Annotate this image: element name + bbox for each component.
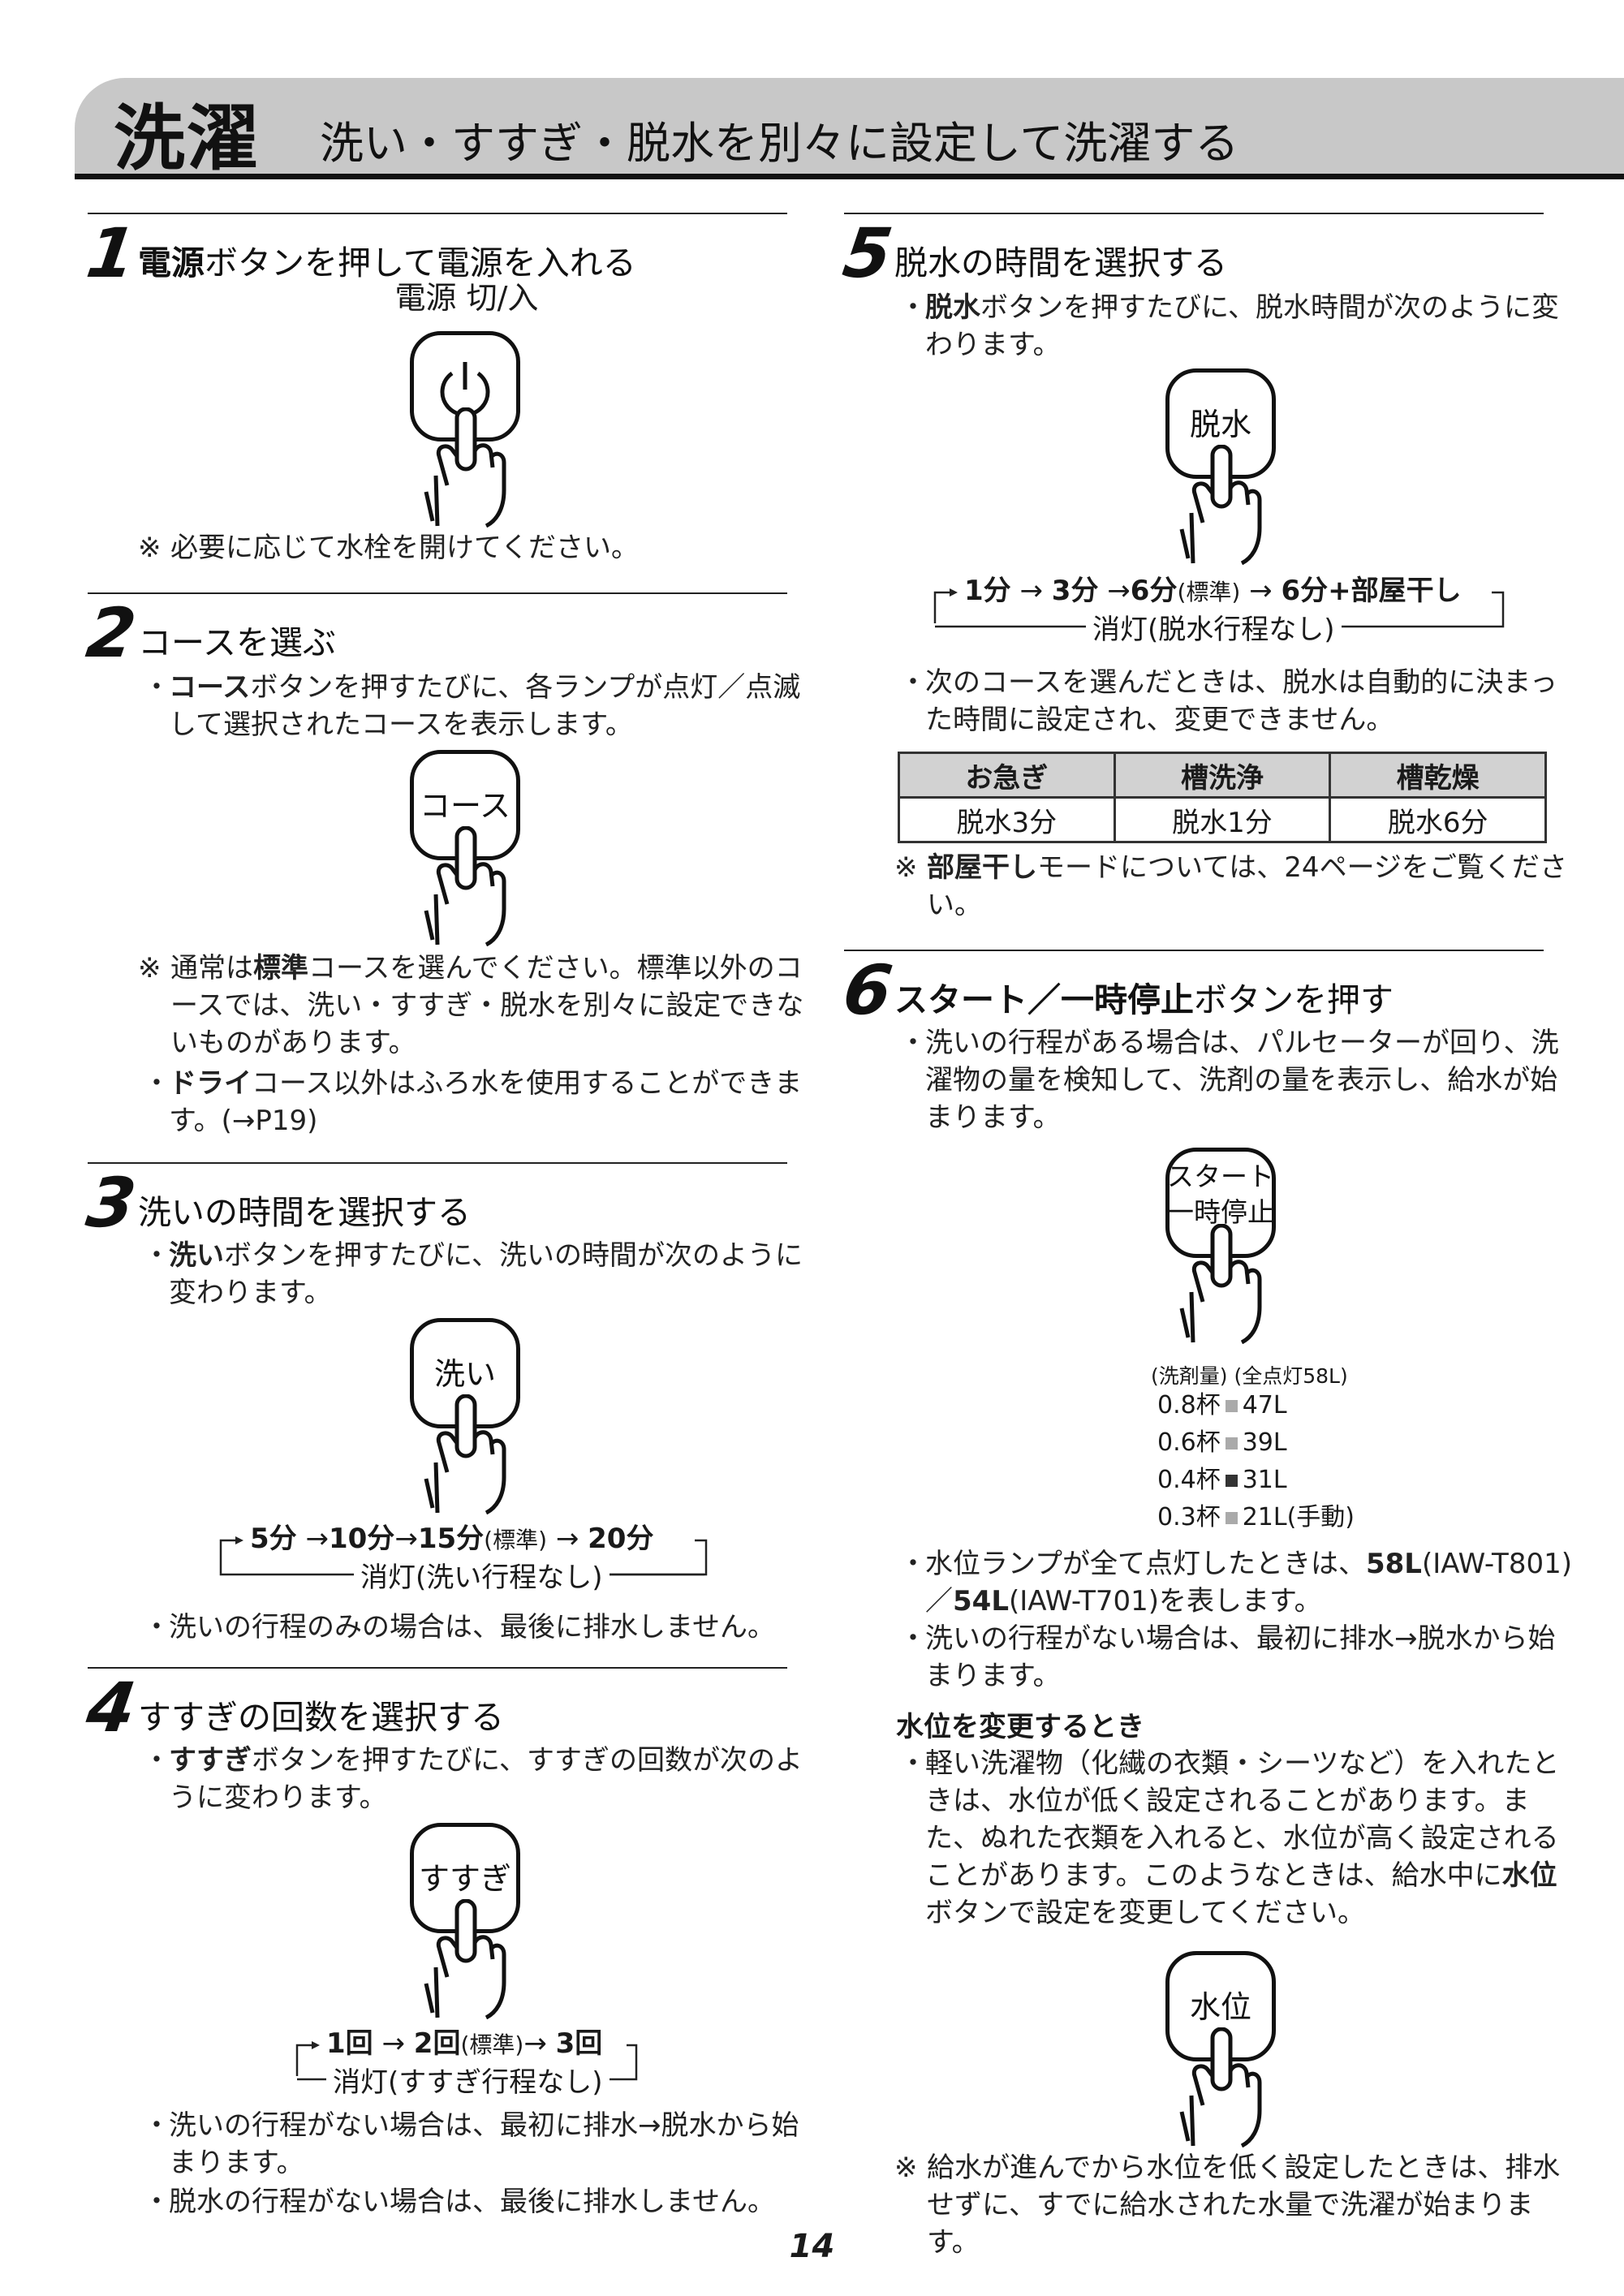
spin-time-cycle: 1分 → 3分 →6分(標準) → 6分+部屋干し 消灯(脱水行程なし) [932, 568, 1510, 649]
step4-bullet-2: ・洗いの行程がない場合は、最初に排水→脱水から始まります。 [143, 2109, 799, 2179]
step-divider [88, 1667, 787, 1669]
table-cell: 脱水1分 [1113, 796, 1332, 843]
pointing-hand-icon [1179, 2027, 1262, 2147]
table-header-cell: 槽洗浄 [1113, 752, 1332, 799]
pointing-hand-icon [424, 1899, 506, 2019]
lamp-lit-icon [1225, 1475, 1238, 1487]
page-number: 14 [789, 2228, 835, 2265]
step-divider [844, 213, 1544, 214]
fixed-spin-table: お急ぎ 槽洗浄 槽乾燥 脱水3分 脱水1分 脱水6分 [898, 752, 1547, 843]
step-title: 脱水の時間を選択する [894, 243, 1227, 282]
lamp-icon [1225, 1400, 1238, 1412]
pointing-hand-icon [424, 826, 506, 946]
step-title: スタート／一時停止ボタンを押す [894, 980, 1394, 1019]
spin-button-label: 脱水 [1189, 407, 1251, 442]
header-subtitle: 洗い・すすぎ・脱水を別々に設定して洗濯する [320, 118, 1239, 169]
cycle-loop-lines [219, 1536, 708, 1576]
step-title: コースを選ぶ [138, 623, 336, 662]
step-title: 洗いの時間を選択する [138, 1193, 471, 1232]
pointing-hand-icon [424, 407, 506, 528]
step-number: 6 [838, 950, 898, 1030]
lamp-icon [1225, 1437, 1238, 1450]
cycle-steps: 1回 → 2回(標準)→ 3回 [326, 2027, 603, 2060]
header-main-title: 洗濯 [114, 97, 261, 180]
wash-button-label: 洗い [433, 1356, 496, 1392]
step-number: 1 [82, 213, 141, 293]
wash-time-cycle: 5分 →10分→15分(標準) → 20分 消灯(洗い行程なし) [218, 1516, 713, 1597]
lamp-icon [1225, 1512, 1238, 1524]
cycle-steps: 5分 →10分→15分(標準) → 20分 [250, 1523, 654, 1555]
step1-note: ※必要に応じて水栓を開けてください。 [138, 532, 639, 564]
course-button-label: コース [419, 788, 511, 824]
table-header-cell: 槽乾燥 [1329, 752, 1547, 799]
step-title: 電源ボタンを押して電源を入れる [138, 243, 636, 282]
water-level-button-label: 水位 [1189, 1989, 1251, 2025]
pointing-hand-icon [1179, 1224, 1262, 1344]
step-divider [88, 592, 787, 594]
table-cell: 脱水6分 [1329, 796, 1547, 843]
step-number: 4 [82, 1668, 141, 1747]
step-number: 2 [82, 593, 141, 673]
pointing-hand-icon [1179, 445, 1262, 565]
step6-bullet-2: ・水位ランプが全て点灯したときは、58L(IAW-T801)／54L(IAW-T… [899, 1548, 1572, 1618]
step2-note: ※通常は標準コースを選んでください。標準以外のコースでは、洗い・すすぎ・脱水を別… [138, 952, 804, 1059]
step-divider [844, 950, 1544, 951]
step5-note: ※部屋干しモードについては、24ページをご覧ください。 [894, 851, 1567, 921]
step4-bullet: ・すすぎボタンを押すたびに、すすぎの回数が次のように変わります。 [143, 1744, 803, 1814]
table-header-cell: お急ぎ [898, 752, 1116, 799]
step6-bullet-4: ・軽い洗濯物（化繊の衣類・シーツなど）を入れたときは、水位が低く設定されることが… [899, 1747, 1560, 1929]
cycle-off-label: 消灯(脱水行程なし) [1086, 607, 1342, 647]
step-divider [88, 213, 787, 214]
step5-bullet-2: ・次のコースを選んだときは、脱水は自動的に決まった時間に設定され、変更できません… [899, 666, 1557, 736]
step6-bullet: ・洗いの行程がある場合は、パルセーターが回り、洗濯物の量を検知して、洗剤の量を表… [899, 1027, 1559, 1134]
step5-bullet: ・脱水ボタンを押すたびに、脱水時間が次のように変わります。 [899, 291, 1559, 361]
step3-bullet-2: ・洗いの行程のみの場合は、最後に排水しません。 [143, 1611, 775, 1643]
step-number: 3 [82, 1163, 141, 1243]
step-title: すすぎの回数を選択する [138, 1698, 504, 1737]
water-level-subheading: 水位を変更するとき [896, 1711, 1144, 1743]
rinse-button-label: すすぎ [418, 1861, 511, 1897]
cycle-off-label: 消灯(すすぎ行程なし) [326, 2060, 610, 2100]
cycle-off-label: 消灯(洗い行程なし) [354, 1555, 610, 1595]
step2-bullet: ・コースボタンを押すたびに、各ランプが点灯／点滅して選択されたコースを表示します… [143, 671, 801, 741]
table-header-row: お急ぎ 槽洗浄 槽乾燥 [898, 752, 1547, 799]
step4-bullet-3: ・脱水の行程がない場合は、最後に排水しません。 [143, 2186, 775, 2218]
table-cell: 脱水3分 [898, 796, 1116, 843]
page-header: 洗濯 洗い・すすぎ・脱水を別々に設定して洗濯する [75, 78, 1624, 180]
step-number: 5 [838, 213, 898, 293]
step2-dry-bullet: ・ドライコース以外はふろ水を使用することができます。(→P19) [143, 1067, 803, 1137]
pointing-hand-icon [424, 1394, 506, 1514]
rinse-count-cycle: 1回 → 2回(標準)→ 3回 消灯(すすぎ行程なし) [294, 2021, 643, 2102]
power-button-caption: 電源 切/入 [394, 280, 539, 316]
step3-bullet: ・洗いボタンを押すたびに、洗いの時間が次のように変わります。 [143, 1239, 803, 1309]
step6-note: ※給水が進んでから水位を低く設定したときは、排水せずに、すでに給水された水量で洗… [894, 2152, 1561, 2259]
start-pause-button-label: スタート一時停止 [1167, 1161, 1274, 1228]
cycle-steps: 1分 → 3分 →6分(標準) → 6分+部屋干し [964, 575, 1462, 607]
step6-bullet-3: ・洗いの行程がない場合は、最初に排水→脱水から始まります。 [899, 1622, 1556, 1692]
table-row: 脱水3分 脱水1分 脱水6分 [898, 796, 1547, 843]
level-header: (洗剤量) (全点灯58L) [1151, 1364, 1348, 1388]
step-divider [88, 1162, 787, 1164]
